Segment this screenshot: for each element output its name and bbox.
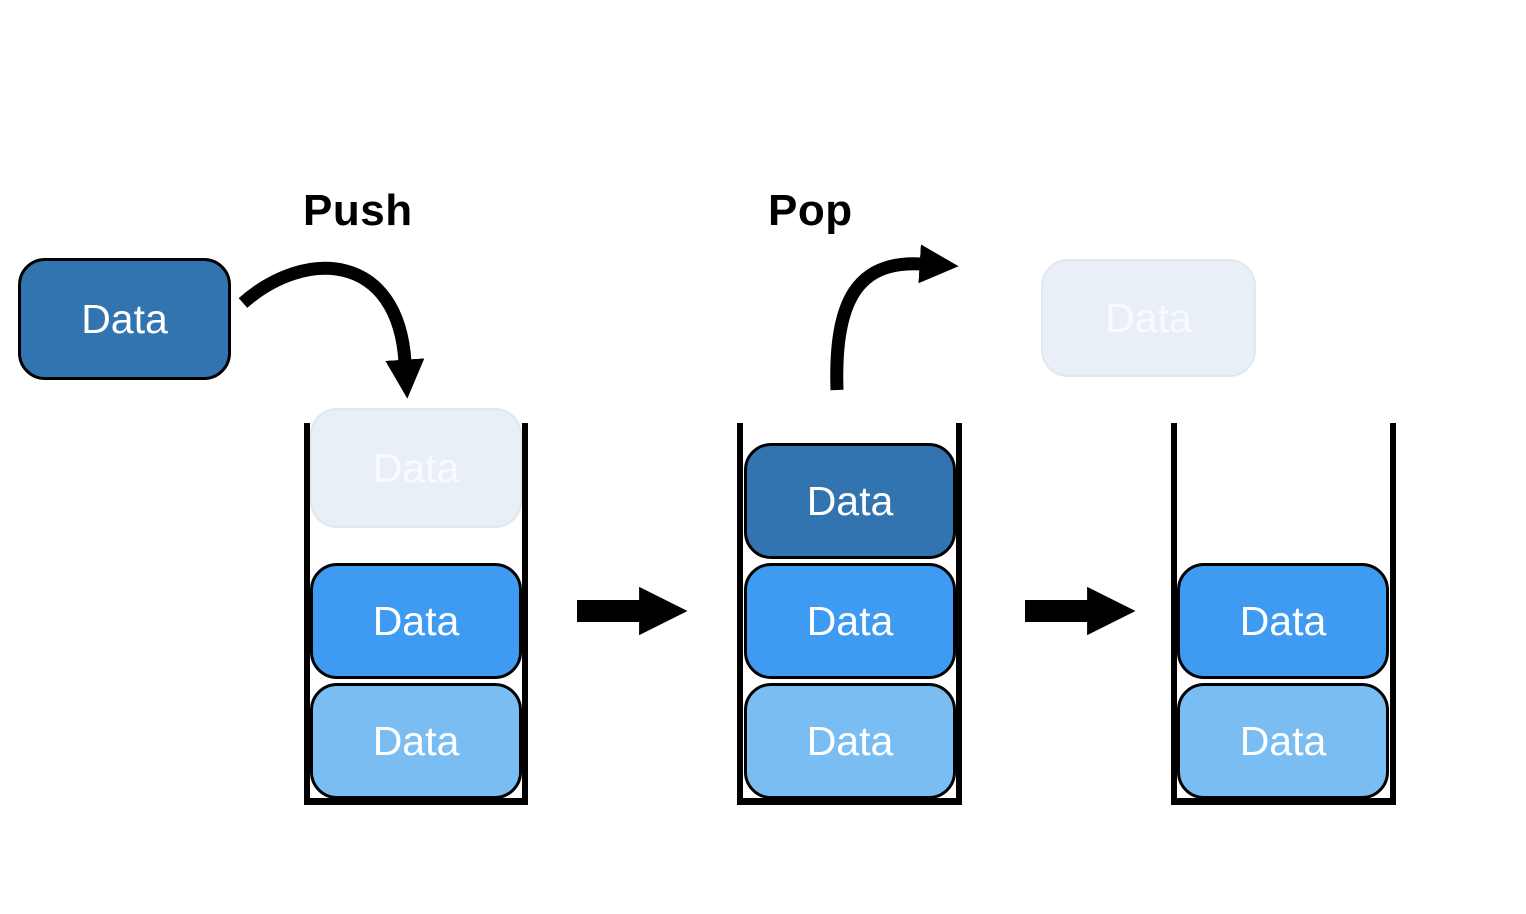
stack3-item-top: Data bbox=[1177, 563, 1389, 679]
data-label: Data bbox=[806, 597, 894, 644]
stack3-item-bottom: Data bbox=[1177, 683, 1389, 799]
data-label: Data bbox=[1239, 597, 1327, 644]
popped-data-box: Data bbox=[1041, 259, 1256, 377]
push-label: Push bbox=[303, 186, 413, 235]
data-label: Data bbox=[372, 597, 460, 644]
data-label: Data bbox=[1239, 717, 1327, 764]
stack2-item-bottom: Data bbox=[744, 683, 956, 799]
data-label: Data bbox=[806, 477, 894, 524]
data-label: Data bbox=[372, 444, 460, 491]
stack-container-after-pop bbox=[1171, 423, 1396, 805]
data-label: Data bbox=[806, 717, 894, 764]
incoming-data-label: Data bbox=[81, 295, 168, 342]
stack2-item-top: Data bbox=[744, 443, 956, 559]
push-arrow-icon bbox=[238, 261, 425, 399]
popped-data-label: Data bbox=[1105, 294, 1192, 341]
stack1-item-bottom: Data bbox=[310, 683, 522, 799]
stack1-item-middle: Data bbox=[310, 563, 522, 679]
data-label: Data bbox=[372, 717, 460, 764]
pop-label: Pop bbox=[768, 186, 853, 235]
stack1-item-ghost: Data bbox=[310, 408, 522, 528]
stack2-item-middle: Data bbox=[744, 563, 956, 679]
stack-container-after-push bbox=[737, 423, 962, 805]
incoming-data-box: Data bbox=[18, 258, 231, 380]
pop-arrow-icon bbox=[830, 244, 959, 391]
stack-container-during-push bbox=[304, 423, 528, 805]
